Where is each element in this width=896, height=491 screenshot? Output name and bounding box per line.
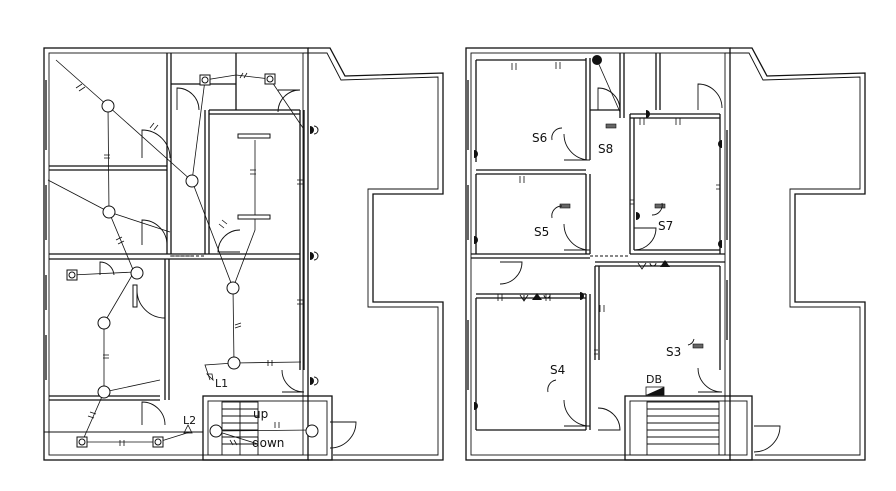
left-labels: L1 L2 up down — [183, 377, 284, 450]
socket-icon — [646, 110, 650, 118]
switch-icon — [692, 343, 704, 349]
socket-icon — [474, 402, 478, 410]
wall-light-icon — [264, 73, 276, 85]
socket-icon — [718, 240, 722, 248]
wall-light-icon — [66, 269, 78, 281]
ceiling-light-icon — [185, 174, 199, 188]
label-l1: L1 — [215, 377, 228, 390]
ceiling-light-icon — [227, 356, 241, 370]
ceiling-light-icon — [305, 424, 319, 438]
switch-icon — [605, 123, 617, 129]
distribution-board-icon — [646, 387, 664, 395]
right-floor-plan: S6 S8 S5 S7 S3 S4 DB — [465, 47, 866, 461]
ceiling-light-icon — [97, 316, 111, 330]
label-down: down — [252, 436, 284, 450]
socket-icon — [636, 212, 640, 220]
socket-icon — [474, 150, 478, 158]
right-labels: S6 S8 S5 S7 S3 S4 DB — [532, 131, 681, 386]
right-staircase — [646, 401, 720, 456]
socket-icon — [310, 126, 314, 134]
right-fixtures — [474, 55, 722, 410]
socket-icon — [310, 377, 314, 385]
socket-icon — [474, 236, 478, 244]
fan-icon — [660, 260, 670, 267]
socket-icon — [580, 292, 584, 300]
label-up: up — [253, 407, 268, 421]
label-s8: S8 — [598, 142, 613, 156]
ceiling-light-icon — [226, 281, 240, 295]
label-l2: L2 — [183, 414, 196, 427]
right-wiring — [497, 59, 720, 355]
wall-light-icon — [76, 436, 88, 448]
light-fitting-icon — [637, 262, 657, 270]
socket-icon — [310, 252, 314, 260]
wall-light-icon — [152, 436, 164, 448]
right-doors — [499, 83, 781, 453]
left-wiring — [47, 59, 313, 446]
label-db: DB — [646, 373, 662, 386]
light-fitting-icon — [519, 294, 551, 302]
ceiling-light-icon — [130, 266, 144, 280]
ceiling-light-icon — [101, 99, 115, 113]
label-s7: S7 — [658, 219, 673, 233]
ceiling-light-icon — [102, 205, 116, 219]
switch-icon — [654, 203, 666, 209]
junction-icon — [592, 55, 602, 65]
fan-icon — [532, 293, 542, 300]
label-s3: S3 — [666, 345, 681, 359]
wall-light-icon — [199, 74, 211, 86]
right-interior-walls — [467, 53, 728, 431]
left-interior-walls — [45, 53, 305, 401]
ceiling-light-icon — [97, 385, 111, 399]
tube-light-icon — [237, 133, 271, 139]
left-floor-plan: L1 L2 up down — [43, 47, 444, 461]
left-outer-walls — [43, 47, 444, 461]
left-fixtures — [66, 73, 319, 448]
label-s4: S4 — [550, 363, 565, 377]
tube-light-icon — [132, 284, 138, 308]
socket-icon — [718, 140, 722, 148]
label-s5: S5 — [534, 225, 549, 239]
ceiling-light-icon — [209, 424, 223, 438]
label-s6: S6 — [532, 131, 547, 145]
tube-light-icon — [237, 214, 271, 220]
